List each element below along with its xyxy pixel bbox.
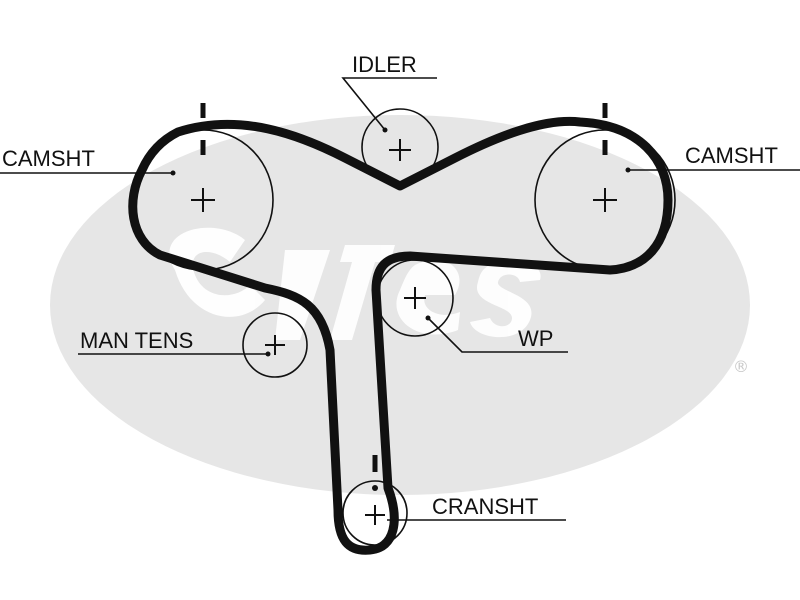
left-camshaft-label: CAMSHT bbox=[2, 146, 95, 171]
manual-tensioner-label: MAN TENS bbox=[80, 328, 193, 353]
gates-logo-watermark: ® bbox=[50, 115, 750, 495]
right-camshaft-label: CAMSHT bbox=[685, 143, 778, 168]
water-pump-label: WP bbox=[518, 326, 553, 351]
center-marks bbox=[191, 139, 617, 525]
timing-belt bbox=[128, 116, 673, 555]
registered-mark: ® bbox=[733, 357, 749, 376]
manual-tensioner-pulley bbox=[242, 312, 308, 378]
leader-lines bbox=[0, 77, 800, 521]
idler-label: IDLER bbox=[352, 52, 417, 77]
timing-marks bbox=[200, 103, 608, 491]
crankshaft-label: CRANSHT bbox=[432, 494, 538, 519]
